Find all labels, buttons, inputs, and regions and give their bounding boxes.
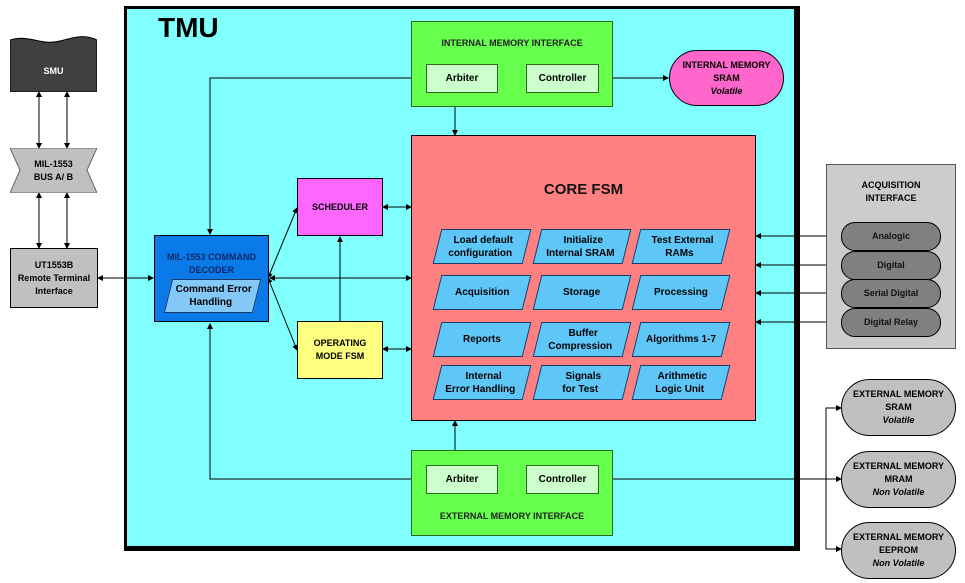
core-task-line1: Initialize	[563, 234, 604, 246]
core-task-line1: Algorithms 1-7	[645, 334, 716, 345]
rti-label-line3: Interface	[35, 285, 73, 296]
opmode-line2: MODE FSM	[315, 351, 365, 361]
ext-memory-bus-top	[825, 405, 842, 479]
operating-mode-fsm-block: OPERATING MODE FSM	[297, 321, 383, 379]
rti-label-line1: UT1553B	[34, 259, 74, 270]
core-task-line2: configuration	[448, 247, 513, 259]
bus-label-line2: BUS A/ B	[33, 171, 74, 182]
external-memory-line1: EXTERNAL MEMORY	[852, 389, 944, 399]
core-task-line1: Buffer	[568, 327, 599, 339]
scheduler-block: SCHEDULER	[297, 178, 383, 236]
acquisition-channel-serial-digital: Serial Digital	[841, 279, 941, 308]
core-task-line2: Logic Unit	[654, 383, 704, 395]
decoder-opmode-link	[267, 277, 298, 351]
core-task: Algorithms 1-7	[631, 322, 731, 357]
rti-label-line2: Remote Terminal	[17, 272, 91, 283]
core-task-line1: Arithmetic	[657, 370, 708, 382]
rti-block: UT1553B Remote Terminal Interface	[10, 248, 98, 308]
decoder-line2: DECODER	[188, 265, 234, 275]
external-memory-line1: EXTERNAL MEMORY	[852, 532, 944, 542]
core-task-line1: Reports	[463, 334, 501, 345]
internal-controller: Controller	[526, 64, 599, 93]
internal-arbiter: Arbiter	[426, 64, 498, 93]
acq-title-line2: INTERFACE	[865, 193, 917, 203]
core-task-line2: Internal SRAM	[546, 247, 615, 259]
bus-label-line1: MIL-1553	[34, 158, 73, 169]
external-memory-line3: Non Volatile	[872, 487, 925, 497]
external-memory-eeprom: EXTERNAL MEMORY EEPROM Non Volatile	[841, 522, 956, 579]
internal-sram-line2: SRAM	[713, 72, 740, 83]
core-task-line2: for Test	[562, 383, 599, 395]
core-task-line1: Signals	[565, 370, 602, 382]
smu-label: SMU	[43, 65, 64, 76]
internal-memory-sram: INTERNAL MEMORY SRAM Volatile	[669, 50, 784, 106]
decoder-line1: MIL-1553 COMMAND	[166, 252, 256, 262]
external-memory-line2: EEPROM	[878, 545, 918, 555]
core-task-line1: Load default	[453, 234, 514, 246]
ext-memory-bus-bottom	[825, 479, 842, 552]
acquisition-channel-digital: Digital	[841, 251, 941, 280]
command-error-handling: Command Error Handling	[163, 279, 262, 313]
acquisition-channel-digital-relay: Digital Relay	[841, 308, 941, 337]
external-memory-interface-title: EXTERNAL MEMORY INTERFACE	[439, 510, 585, 521]
acquisition-channel-analogic: Analogic	[841, 222, 941, 251]
external-memory-line2: MRAM	[884, 474, 913, 484]
smu-block: SMU	[10, 36, 97, 92]
acq-title-line1: ACQUISITION	[861, 180, 921, 190]
internal-memory-interface-title: INTERNAL MEMORY INTERFACE	[441, 37, 583, 48]
cmd-error-line1: Command Error	[176, 284, 253, 295]
tmu-title: TMU	[158, 12, 219, 43]
core-task: Processing	[631, 275, 731, 310]
core-task-line2: Compression	[548, 340, 613, 352]
core-task-line1: Acquisition	[454, 287, 510, 298]
core-task-line2: RAMs	[665, 247, 694, 259]
external-memory-line1: EXTERNAL MEMORY	[852, 461, 944, 471]
core-task: Reports	[432, 322, 532, 357]
cmd-error-line2: Handling	[189, 297, 233, 308]
external-memory-sram: EXTERNAL MEMORY SRAM Volatile	[841, 379, 956, 436]
core-task-line1: Processing	[654, 287, 708, 298]
external-memory-mram: EXTERNAL MEMORY MRAM Non Volatile	[841, 451, 956, 508]
external-memory-line3: Non Volatile	[872, 558, 925, 568]
mil1553-bus-block: MIL-1553 BUS A/ B	[10, 148, 97, 193]
external-controller: Controller	[526, 465, 599, 494]
core-task: Storage	[532, 275, 632, 310]
core-task-line1: Test External	[651, 234, 714, 246]
core-task-line2: Error Handling	[445, 383, 516, 395]
opmode-line1: OPERATING	[313, 338, 367, 348]
decoder-scheduler-link	[267, 207, 298, 279]
internal-sram-line1: INTERNAL MEMORY	[682, 59, 771, 70]
external-memory-line3: Volatile	[882, 415, 915, 425]
decoder-ext-arbiter-link	[207, 323, 425, 482]
internal-sram-line3: Volatile	[710, 85, 743, 96]
decoder-int-arbiter-link	[207, 75, 425, 235]
core-task: Acquisition	[432, 275, 532, 310]
core-fsm-title: CORE FSM	[543, 180, 624, 198]
external-arbiter: Arbiter	[426, 465, 498, 494]
external-memory-line2: SRAM	[885, 402, 912, 412]
core-task-line1: Storage	[563, 287, 601, 298]
core-task-line1: Internal	[465, 370, 502, 382]
